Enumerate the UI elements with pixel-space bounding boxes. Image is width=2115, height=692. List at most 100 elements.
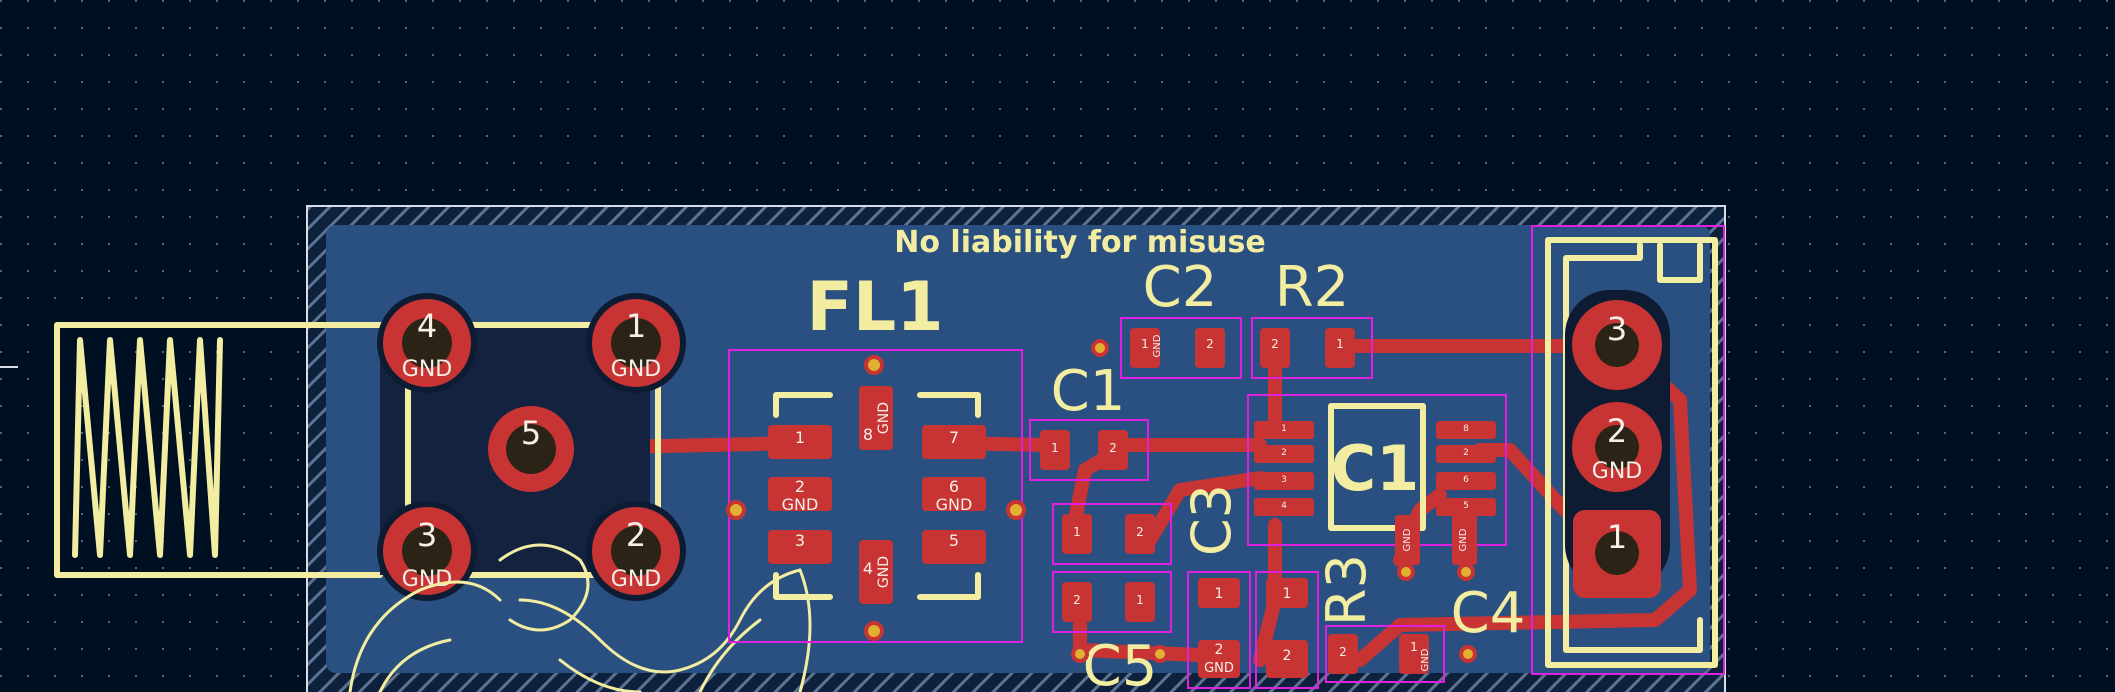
u1-pad-3[interactable]: 3 [1254,472,1314,490]
connector-left-pin-5[interactable]: 5 [488,406,574,492]
pin-number: 4 [417,307,437,345]
pad-number: 2 [1339,645,1347,659]
c2-via[interactable] [1091,339,1109,357]
pad-number: 4 [863,559,873,578]
c4-via[interactable] [1459,645,1477,663]
c4-pad-2[interactable]: 2 [1328,634,1358,674]
fl1-via[interactable] [864,621,884,641]
u1-gnd-pad[interactable] [1395,515,1420,565]
u1-pad-1[interactable]: 1 [1254,421,1314,439]
pad-body [768,477,832,511]
u1-pad-2[interactable]: 2 [1254,445,1314,463]
pad-number: 1 [1283,586,1292,602]
pad-body [1266,640,1308,678]
u1-gnd-pad[interactable] [1452,515,1477,565]
pin-number: 5 [521,414,541,452]
fl1-pad-7[interactable]: 7 [922,425,986,459]
c5-courtyard [1052,571,1172,633]
logo-stroke [498,543,590,632]
u1-pad-4[interactable]: 4 [1254,498,1314,516]
pad-net: GND [1420,648,1431,671]
pin-net: GND [402,357,452,382]
pin-number: 1 [1607,518,1627,556]
fl1-via[interactable] [864,355,884,375]
c5-pad-1[interactable]: 1 [1125,582,1155,622]
u1-pad-8[interactable]: 8 [1436,421,1496,439]
u1-pad-6[interactable]: 6 [1436,472,1496,490]
connector-right-courtyard [1531,225,1725,675]
connector-left-pin-4[interactable]: 4 GND [377,293,477,393]
connector-right-pin-1[interactable]: 1 [1573,510,1661,598]
pad-number: 1 [1051,441,1059,455]
fl1-ref: FL1 [806,268,943,347]
pad-number: 2 [1109,441,1117,455]
pad-body [922,425,986,459]
u1-pad-7[interactable]: 2 [1436,445,1496,463]
u1-via[interactable] [1457,563,1475,581]
pad-number: 2 [1206,337,1214,351]
c1-pad-2[interactable]: 2 [1098,430,1128,470]
pad-number: 2 [1283,648,1292,664]
c5-via[interactable] [1151,645,1169,663]
antenna-silkscreen [54,322,383,578]
pad-body [768,530,832,564]
fl1-pad-5[interactable]: 5 [922,530,986,564]
pad-body [1254,498,1314,516]
fl1-pad-1[interactable]: 1 [768,425,832,459]
connector-right-pin-2[interactable]: 2 GND [1572,402,1662,492]
pad-body [1254,445,1314,463]
c3-pad-1[interactable]: 1 [1198,578,1240,608]
connector-left-pin-3[interactable]: 3 GND [377,501,477,601]
pad-number: 6 [949,477,959,496]
fl1-pad-3[interactable]: 3 [768,530,832,564]
pad-net: GND [876,402,892,434]
pad-body [1040,430,1070,470]
pad-body [1195,328,1225,368]
pad-number: 1 [795,428,805,447]
cap-pad-1[interactable]: 1 [1062,514,1092,554]
connector-left-pin-2[interactable]: 2 GND [586,501,686,601]
pad-number: 8 [863,425,873,444]
logo-stroke [698,618,762,692]
r3-pad-2[interactable]: 2 [1266,640,1308,678]
fl1-via[interactable] [1006,500,1026,520]
u1-via[interactable] [1397,563,1415,581]
pad-number: 1 [1281,424,1287,434]
c4-courtyard [1325,625,1445,683]
r2-pad-1[interactable]: 1 [1325,328,1355,368]
u1-pad-5[interactable]: 5 [1436,498,1496,516]
fl1-via[interactable] [726,500,746,520]
pad-number: 8 [1463,424,1469,434]
fl1-silk-corner [773,392,833,418]
pin-hole [611,526,661,576]
r2-pad-2[interactable]: 2 [1260,328,1290,368]
pad-body [1436,472,1496,490]
c5-pad-2[interactable]: 2 [1062,582,1092,622]
pad-number: 3 [1281,475,1287,485]
u1-courtyard [1247,394,1507,546]
connector-left-silk [405,322,661,578]
connector-right-pin-3[interactable]: 3 [1572,300,1662,390]
pin-net: GND [611,567,661,592]
pad-body [859,386,893,450]
c5-via[interactable] [1071,645,1089,663]
connector-left-pin-1[interactable]: 1 GND [586,293,686,393]
r3-pad-1[interactable]: 1 [1266,578,1308,608]
pad-number: 7 [949,428,959,447]
pad-body [859,540,893,604]
c1-pad-1[interactable]: 1 [1040,430,1070,470]
c2-pad-2[interactable]: 2 [1195,328,1225,368]
pad-body [922,477,986,511]
cap-pad-2[interactable]: 2 [1125,514,1155,554]
pin-hole [1595,323,1639,367]
pad-body [1062,582,1092,622]
